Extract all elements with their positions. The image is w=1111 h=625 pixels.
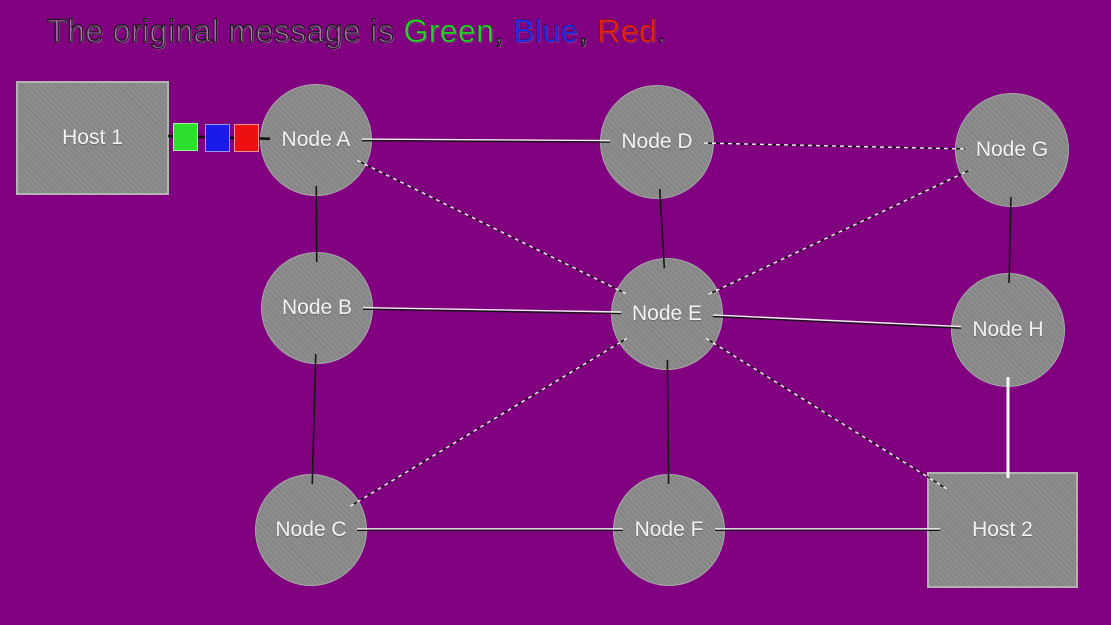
node-e[interactable]: Node E	[611, 258, 723, 370]
edge-line-e-host2	[705, 337, 948, 490]
node-f[interactable]: Node F	[613, 474, 725, 586]
edge-line-e-h	[712, 315, 962, 329]
host1-label: Host 1	[62, 126, 123, 149]
edge-line-a-d	[362, 138, 611, 142]
host2-label: Host 2	[972, 518, 1033, 541]
host2-box[interactable]: Host 2	[927, 472, 1078, 588]
node-label-b: Node B	[281, 296, 353, 319]
edge-line-a-e	[356, 159, 627, 295]
title-text: The original message is Green, Blue, Red…	[46, 12, 667, 50]
edge-line-c-e	[349, 337, 629, 507]
edge-line-g-h	[1008, 196, 1012, 284]
packet-green	[173, 123, 198, 151]
node-g[interactable]: Node G	[955, 93, 1069, 207]
edge-line-e-f	[666, 359, 670, 485]
packet-red	[234, 124, 259, 152]
node-label-g: Node G	[975, 138, 1049, 161]
node-c[interactable]: Node C	[255, 474, 367, 586]
node-label-c: Node C	[275, 518, 347, 541]
node-label-d: Node D	[621, 130, 693, 153]
title-word-green: Green	[403, 13, 495, 50]
edge-line-d-g	[703, 142, 966, 150]
title-separator-2: ,	[578, 12, 598, 49]
node-label-a: Node A	[281, 128, 351, 151]
edge-line-a-e	[356, 159, 627, 295]
node-label-e: Node E	[631, 302, 703, 325]
title-separator-1: ,	[494, 12, 513, 49]
edge-line-e-host2	[705, 337, 948, 490]
node-label-f: Node F	[634, 518, 704, 541]
edge-line-e-g	[708, 169, 970, 295]
edge-line-c-e	[349, 337, 629, 507]
edge-line-e-g	[708, 169, 970, 295]
node-a[interactable]: Node A	[260, 84, 372, 196]
node-d[interactable]: Node D	[600, 85, 714, 199]
edge-line-b-e	[362, 308, 622, 315]
packet-blue	[205, 124, 230, 152]
node-b[interactable]: Node B	[261, 252, 373, 364]
node-label-h: Node H	[972, 318, 1044, 341]
edge-line-d-g	[703, 142, 966, 150]
edge-line-e-h	[712, 314, 962, 328]
node-h[interactable]: Node H	[951, 273, 1065, 387]
edge-line-b-e	[363, 306, 622, 313]
title-word-red: Red	[597, 13, 658, 50]
title-text-prefix: The original message is	[46, 12, 404, 49]
edge-line-b-c	[311, 353, 317, 485]
edge-line-a-d	[361, 140, 611, 143]
edge-line-d-e	[658, 188, 666, 269]
title-word-blue: Blue	[512, 13, 579, 50]
title-period: .	[657, 12, 667, 49]
host1-box[interactable]: Host 1	[16, 81, 169, 195]
